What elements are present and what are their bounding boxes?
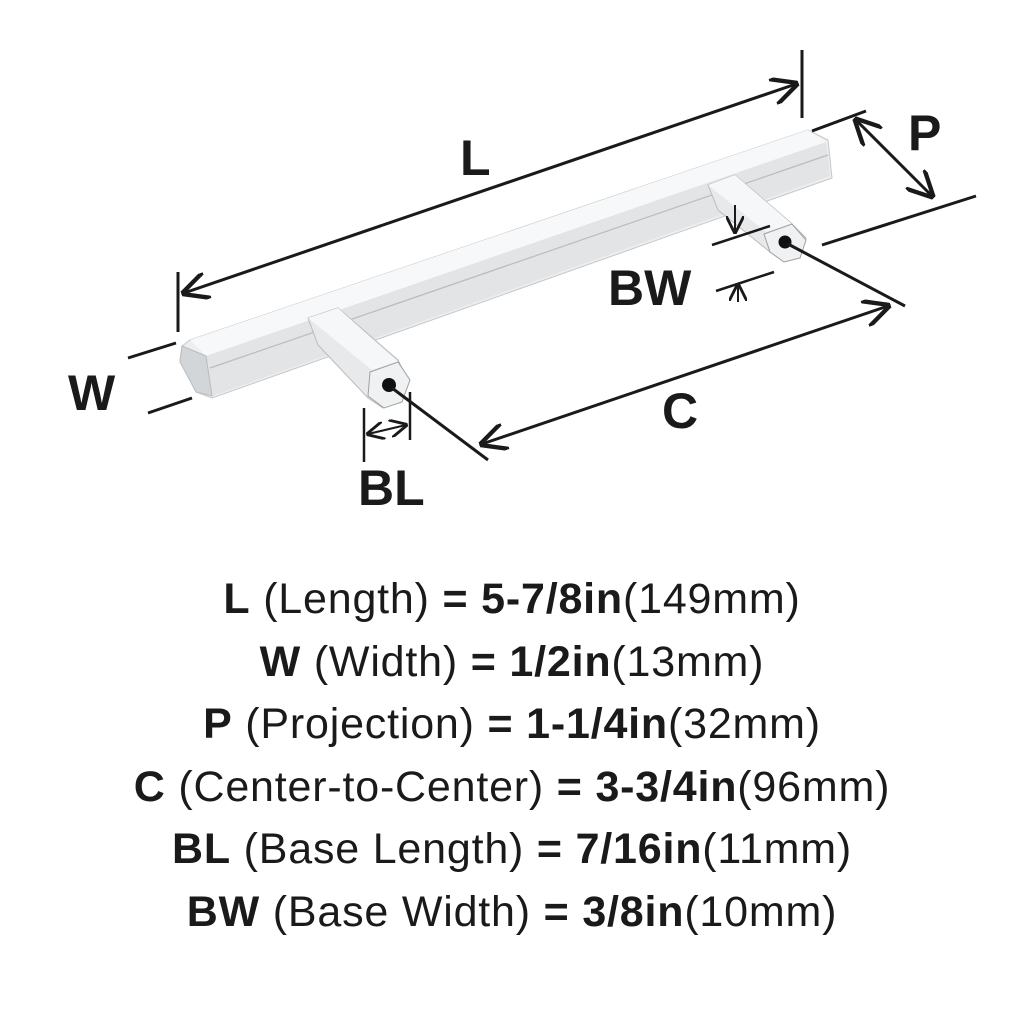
spec-width: W (Width) = 1/2in(13mm) xyxy=(0,631,1024,694)
spec-key: C xyxy=(133,762,166,811)
spec-key: BL xyxy=(171,825,231,873)
spec-key: L xyxy=(223,575,251,623)
base-length-dimension xyxy=(362,392,412,462)
spec-equals: = xyxy=(536,825,563,873)
spec-base-width: BW (Base Width) = 3/8in(10mm) xyxy=(0,881,1024,944)
specifications-list: L (Length) = 5-7/8in(149mm) W (Width) = … xyxy=(0,568,1024,943)
width-dimension xyxy=(127,341,193,415)
spec-imperial: 5-7/8in xyxy=(481,575,623,623)
spec-imperial: 1/2in xyxy=(509,637,612,686)
spec-metric: (149mm) xyxy=(623,575,801,623)
spec-metric: (96mm) xyxy=(737,762,891,811)
spec-imperial: 3/8in xyxy=(582,887,685,936)
spec-equals: = xyxy=(470,637,497,686)
spec-imperial: 3-3/4in xyxy=(595,762,738,811)
left-post xyxy=(307,307,411,409)
length-dimension xyxy=(176,50,804,332)
spec-metric: (10mm) xyxy=(684,887,838,936)
spec-metric: (13mm) xyxy=(611,637,765,686)
spec-key: P xyxy=(203,700,233,748)
width-label: W xyxy=(68,365,116,421)
spec-name: (Projection) xyxy=(245,700,475,748)
spec-name: (Center-to-Center) xyxy=(178,762,545,811)
spec-metric: (32mm) xyxy=(668,700,821,748)
spec-equals: = xyxy=(487,700,514,748)
spec-name: (Base Width) xyxy=(272,887,531,936)
projection-dimension xyxy=(811,109,977,247)
center-to-center-dimension xyxy=(391,242,906,462)
spec-projection: P (Projection) = 1-1/4in(32mm) xyxy=(0,693,1024,756)
projection-label: P xyxy=(908,105,941,161)
right-post-screw-hole xyxy=(778,235,792,249)
spec-base-length: BL (Base Length) = 7/16in(11mm) xyxy=(0,818,1024,881)
handle-dimension-diagram: L W P BW C BL xyxy=(68,50,977,516)
spec-equals: = xyxy=(543,887,570,936)
spec-equals: = xyxy=(556,762,583,811)
spec-imperial: 7/16in xyxy=(575,825,703,873)
spec-key: W xyxy=(259,637,302,686)
base-width-label: BW xyxy=(608,260,692,316)
spec-name: (Base Length) xyxy=(243,825,525,873)
spec-metric: (11mm) xyxy=(702,825,853,873)
spec-name: (Length) xyxy=(263,575,430,623)
spec-equals: = xyxy=(442,575,469,623)
length-label: L xyxy=(460,130,491,186)
center-to-center-label: C xyxy=(662,383,698,439)
spec-key: BW xyxy=(186,887,261,936)
spec-name: (Width) xyxy=(313,637,458,686)
spec-center-to-center: C (Center-to-Center) = 3-3/4in(96mm) xyxy=(0,756,1024,819)
base-length-label: BL xyxy=(358,460,425,516)
spec-length: L (Length) = 5-7/8in(149mm) xyxy=(0,568,1024,631)
spec-imperial: 1-1/4in xyxy=(526,700,668,748)
